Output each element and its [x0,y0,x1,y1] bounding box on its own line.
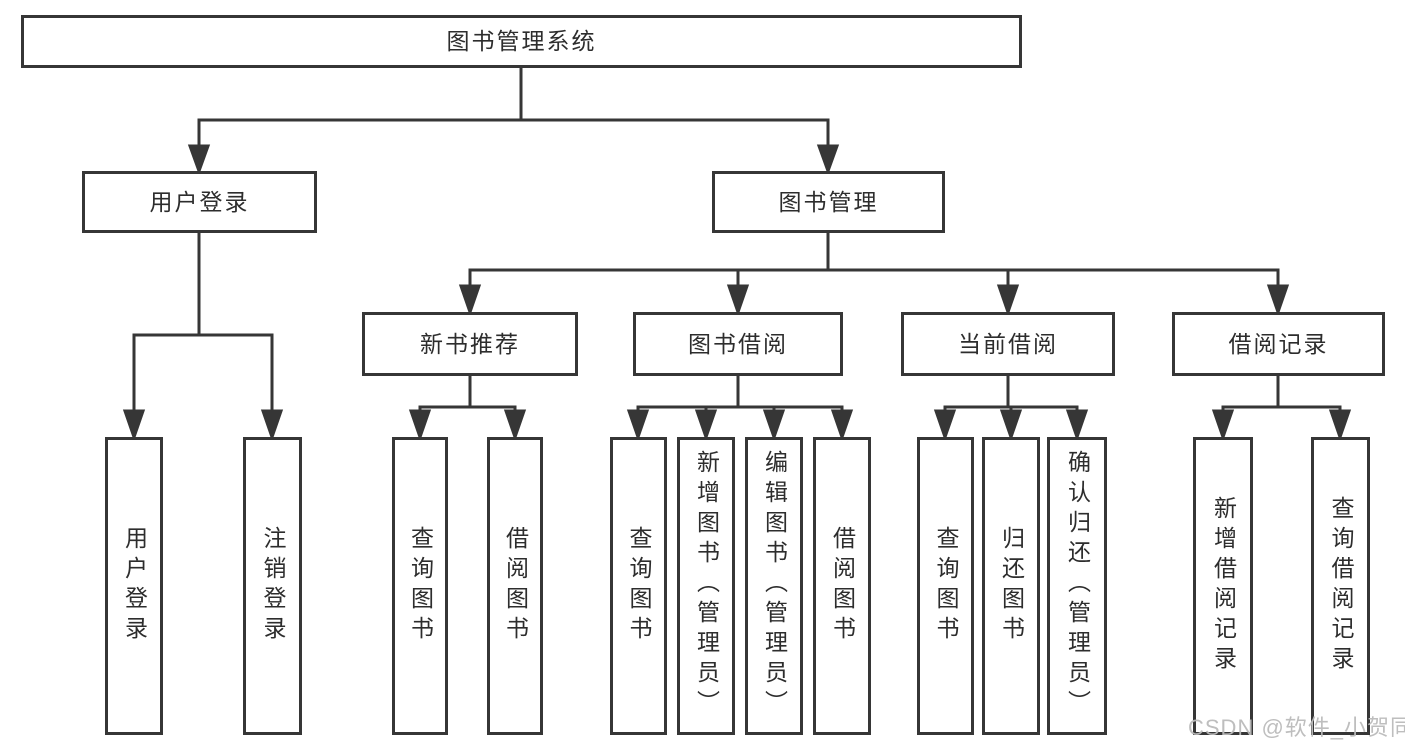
leaf-recommend-query-books: 查询图书 [392,437,448,735]
node-book-borrow: 图书借阅 [633,312,843,376]
leaf-query-borrow-record: 查询借阅记录 [1311,437,1370,735]
leaf-add-books-admin: 新增图书（管理员） [677,437,735,735]
leaf-confirm-return-admin: 确认归还（管理员） [1047,437,1107,735]
node-borrow-records: 借阅记录 [1172,312,1385,376]
csdn-watermark: CSDN @软件_小贺同学 [1188,715,1405,740]
leaf-add-borrow-record: 新增借阅记录 [1193,437,1253,735]
leaf-current-query-books: 查询图书 [917,437,974,735]
node-book-management: 图书管理 [712,171,945,233]
leaf-return-books: 归还图书 [982,437,1040,735]
leaf-recommend-borrow-books: 借阅图书 [487,437,543,735]
node-current-borrow: 当前借阅 [901,312,1115,376]
node-new-book-recommend: 新书推荐 [362,312,578,376]
leaf-logout: 注销登录 [243,437,302,735]
node-root: 图书管理系统 [21,15,1022,68]
node-user-login: 用户登录 [82,171,317,233]
leaf-borrow-books: 借阅图书 [813,437,871,735]
leaf-borrow-query-books: 查询图书 [610,437,667,735]
leaf-edit-books-admin: 编辑图书（管理员） [745,437,803,735]
leaf-user-login: 用户登录 [105,437,163,735]
